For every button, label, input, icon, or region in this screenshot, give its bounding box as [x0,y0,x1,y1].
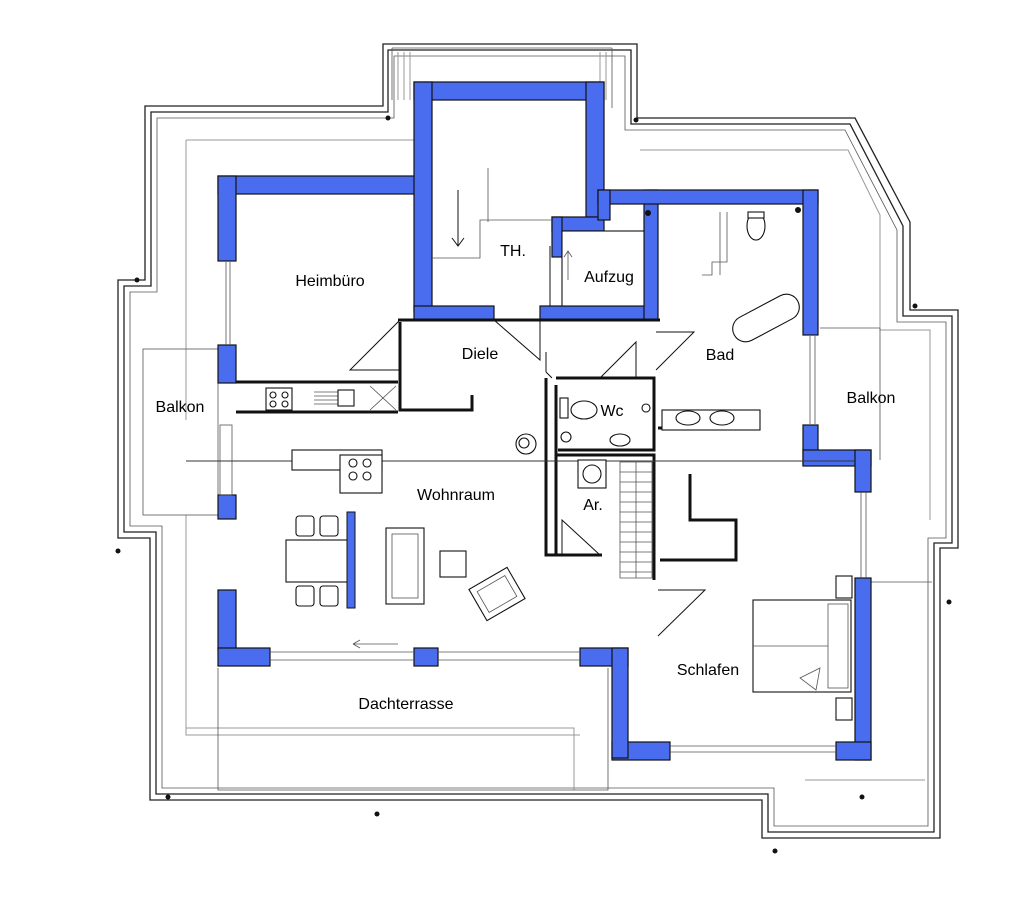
fixtures [265,168,853,721]
label-ar: Ar. [583,497,603,514]
label-bad: Bad [706,347,734,364]
doors [348,246,707,637]
label-th: TH. [500,243,526,260]
label-schlafen: Schlafen [677,662,739,679]
label-wc: Wc [600,403,623,420]
label-dachterrasse: Dachterrasse [358,696,453,713]
label-heimbuero: Heimbüro [295,273,364,290]
roof-outline [115,43,959,854]
walls [217,81,872,761]
label-balkon-right: Balkon [847,390,896,407]
label-balkon-left: Balkon [156,399,205,416]
label-wohnraum: Wohnraum [417,487,495,504]
label-aufzug: Aufzug [584,269,634,286]
room-labels: Heimbüro TH. Aufzug Diele Bad Wc Balkon … [156,243,896,713]
label-diele: Diele [462,346,499,363]
interior-walls [236,318,760,580]
terrace-outlines [142,327,932,791]
